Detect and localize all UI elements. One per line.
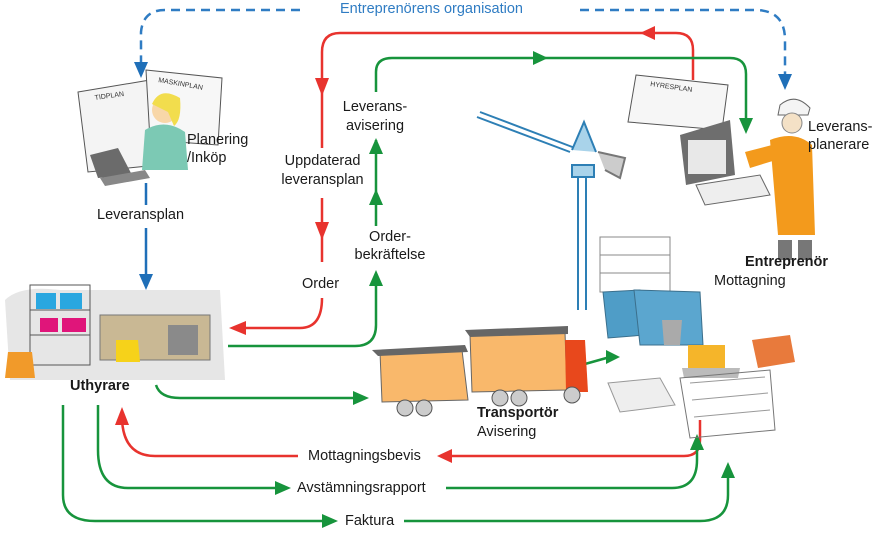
red-arrowhead-receipt: [437, 449, 452, 463]
updated-plan-label-line2: leveransplan: [281, 172, 364, 188]
invoice-arrow: [61, 405, 730, 523]
red-arrowhead-2: [315, 222, 329, 240]
order-confirmation-label-line1: Order-: [369, 229, 411, 245]
leveransplan-label: Leveransplan: [97, 207, 185, 223]
red-arrowhead-order: [229, 321, 246, 335]
contractor-worker-illustration: [745, 98, 815, 260]
red-arrowhead-top: [640, 26, 655, 40]
green-arrowhead-contractor: [739, 118, 753, 134]
tower-crane-illustration: [476, 111, 627, 310]
transport-label: Transportör: [477, 405, 559, 421]
green-arrowhead-top: [533, 51, 548, 65]
green-arrowhead-reconciliation: [275, 481, 291, 495]
planner-label-line2: /Inköp: [187, 150, 227, 166]
order-confirmation-label-line2: bekräftelse: [354, 247, 426, 263]
site-equipment-illustration: [599, 236, 795, 439]
green-arrowhead-3: [369, 138, 383, 154]
delivery-notice-label-line1: Leverans-: [342, 99, 408, 115]
reconciliation-label: Avstämningsrapport: [297, 480, 426, 496]
green-arrowhead-invoice: [322, 514, 338, 528]
green-arrowhead-1: [369, 270, 383, 286]
dispatch-arrow: [154, 355, 611, 400]
green-arrowhead-reconciliation-up: [690, 434, 704, 450]
order-label: Order: [302, 276, 340, 292]
truck-illustration: [372, 326, 588, 417]
contractor-sub-label: Mottagning: [714, 273, 786, 289]
transport-sub-label: Avisering: [477, 424, 537, 440]
red-arrowhead-rental: [115, 407, 129, 425]
updated-plan-label-line1: Uppdaterad: [284, 153, 361, 169]
reconciliation-arrow: [96, 405, 699, 490]
contractor-workstation-illustration: HYRESPLAN: [627, 74, 771, 206]
rental-warehouse-illustration: [5, 284, 225, 380]
org-arrowhead-right: [778, 74, 792, 90]
org-arrowhead-left: [134, 62, 148, 78]
rental-label: Uthyrare: [70, 378, 130, 394]
leveransplan-arrowhead: [139, 274, 153, 290]
delivery-planner-label-line1: Leverans-: [808, 119, 873, 135]
tidplan-doc-label: TIDPLAN: [94, 91, 124, 102]
receipt-label: Mottagningsbevis: [308, 448, 421, 464]
red-arrowhead-1: [315, 78, 329, 96]
green-arrowhead-site: [606, 350, 620, 364]
delivery-notice-label-line2: avisering: [345, 118, 405, 134]
planner-illustration: TIDPLAN MASKINPLAN: [77, 69, 223, 186]
green-arrowhead-transport: [353, 391, 369, 405]
invoice-label: Faktura: [345, 513, 395, 529]
planner-label-line1: Planering: [187, 132, 249, 148]
org-dashed-arrow: [139, 8, 787, 75]
delivery-planner-label-line2: planerare: [808, 137, 870, 153]
green-arrowhead-2: [369, 189, 383, 205]
contractor-label: Entreprenör: [745, 254, 828, 270]
order-confirmation-arrow: [228, 56, 748, 348]
org-title: Entreprenörens organisation: [340, 1, 523, 17]
green-arrowhead-invoice-up: [721, 462, 735, 478]
